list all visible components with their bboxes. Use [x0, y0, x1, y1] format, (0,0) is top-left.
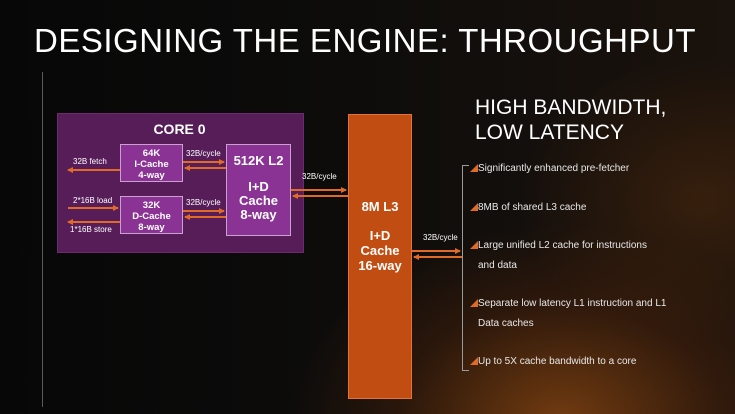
bullet-text: Large unified L2 cache for instructions: [478, 240, 647, 251]
dcache-box: 32K D-Cache 8-way: [120, 196, 183, 234]
bullet-triangle-icon: [470, 164, 478, 172]
dcache-size: 32K: [142, 200, 161, 211]
bullet-item: Separate low latency L1 instruction and …: [470, 294, 718, 334]
l3-line-2: Cache: [360, 243, 400, 258]
l2-line-1: I+D: [248, 179, 269, 194]
bullet-text-continued: Data caches: [478, 318, 534, 329]
l2-header: 512K L2: [233, 153, 284, 168]
l2-line-2: Cache: [238, 193, 279, 208]
icache-box: 64K I-Cache 4-way: [120, 144, 183, 182]
load-label: 2*16B load: [73, 196, 113, 205]
l2-line-3: 8-way: [240, 207, 277, 222]
fetch-label: 32B fetch: [73, 157, 107, 166]
bullet-triangle-icon: [470, 203, 478, 211]
panel-heading: HIGH BANDWIDTH, LOW LATENCY: [475, 95, 666, 145]
icache-bandwidth-label: 32B/cycle: [186, 149, 221, 158]
bullet-text: Separate low latency L1 instruction and …: [478, 298, 667, 309]
bullet-triangle-icon: [470, 299, 478, 307]
icache-assoc: 4-way: [138, 170, 165, 181]
bullet-item: Large unified L2 cache for instructions …: [470, 236, 718, 276]
bullet-item: 8MB of shared L3 cache: [470, 198, 718, 218]
l3-line-1: I+D: [369, 228, 391, 243]
slide-title: DESIGNING THE ENGINE: THROUGHPUT: [34, 22, 697, 59]
l3-line-3: 16-way: [358, 258, 402, 273]
l3-out-bandwidth-label: 32B/cycle: [423, 233, 458, 242]
core-title: CORE 0: [153, 121, 206, 137]
dcache-bandwidth-label: 32B/cycle: [186, 198, 221, 207]
panel-heading-line-1: HIGH BANDWIDTH,: [475, 96, 667, 119]
bullet-item: Significantly enhanced pre-fetcher: [470, 159, 718, 179]
panel-heading-line-2: LOW LATENCY: [475, 121, 624, 144]
bullet-text: Significantly enhanced pre-fetcher: [478, 163, 630, 174]
l2-cache-box: 512K L2 I+D Cache 8-way: [226, 144, 291, 236]
dcache-assoc: 8-way: [138, 222, 165, 233]
left-divider-line: [42, 72, 43, 407]
bullet-text-continued: and data: [478, 260, 517, 271]
icache-size: 64K: [142, 148, 161, 159]
dcache-name: D-Cache: [132, 211, 171, 222]
bullet-item: Up to 5X cache bandwidth to a core: [470, 352, 718, 372]
l2-l3-bandwidth-label: 32B/cycle: [302, 172, 337, 181]
l3-cache-box: 8M L3 I+D Cache 16-way: [348, 114, 412, 399]
store-label: 1*16B store: [70, 225, 112, 234]
bullet-triangle-icon: [470, 241, 478, 249]
icache-name: I-Cache: [134, 159, 169, 170]
bullet-text: 8MB of shared L3 cache: [478, 202, 587, 213]
bullet-triangle-icon: [470, 357, 478, 365]
l3-header: 8M L3: [361, 199, 399, 214]
bullet-bracket: [462, 165, 469, 371]
bullet-text: Up to 5X cache bandwidth to a core: [478, 356, 637, 367]
